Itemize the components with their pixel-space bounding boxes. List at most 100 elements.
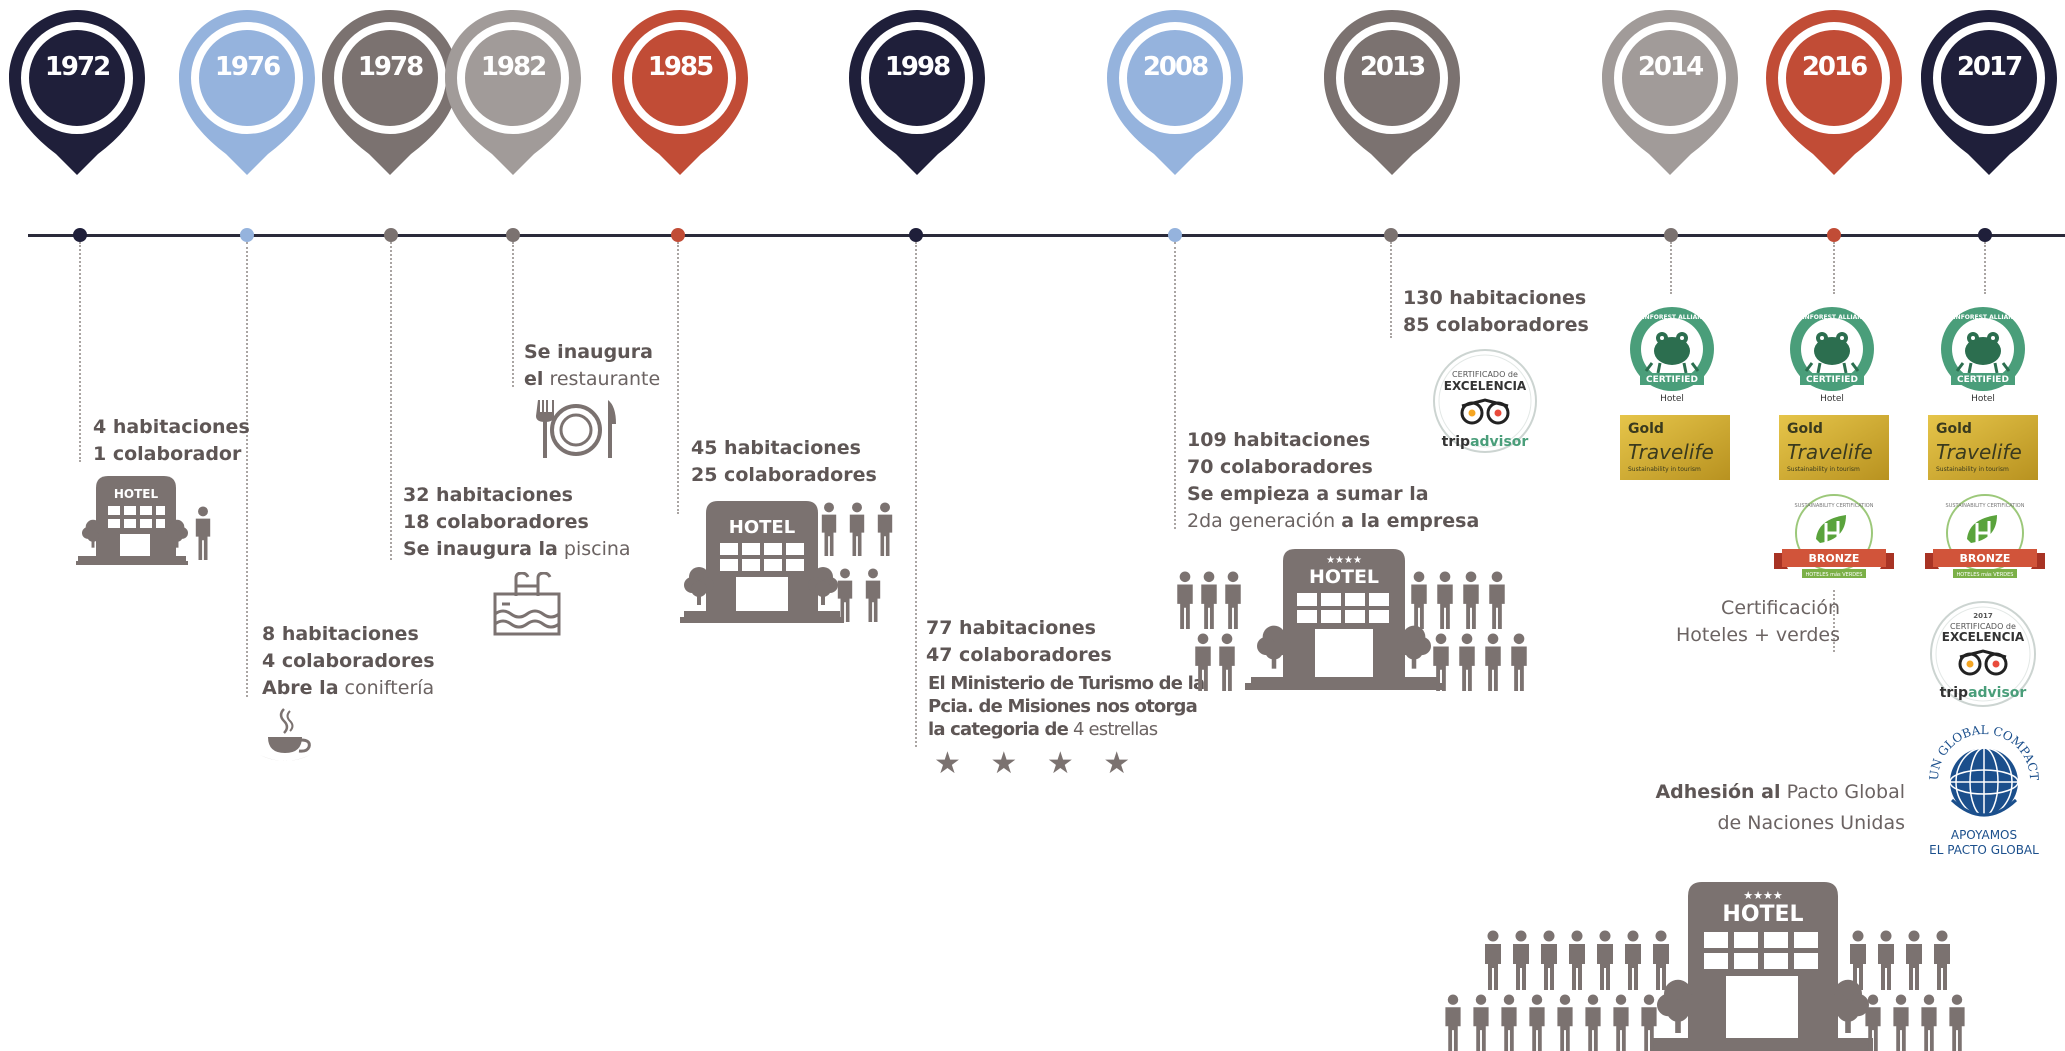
- rooms-count: 8 habitaciones: [262, 623, 419, 645]
- year-pin-2016: 2016: [1766, 10, 1902, 175]
- milestone-1972-text: 4 habitaciones 1 colaborador: [93, 414, 250, 468]
- rooms-count: 45 habitaciones: [691, 437, 861, 459]
- svg-text:Sustainability in tourism: Sustainability in tourism: [1628, 466, 1701, 473]
- svg-text:Hotel: Hotel: [1820, 394, 1844, 404]
- staff-count: 1 colaborador: [93, 443, 242, 465]
- connector-line: [1390, 242, 1392, 338]
- pin-marker-icon: [9, 10, 145, 175]
- svg-text:tripadvisor: tripadvisor: [1940, 685, 2027, 701]
- rooms-count: 32 habitaciones: [403, 484, 573, 506]
- rooms-count: 4 habitaciones: [93, 416, 250, 438]
- hoteles-verdes-caption: Certificación Hoteles + verdes: [1640, 595, 1840, 649]
- award-line: Pcia. de Misiones nos otorga: [928, 696, 1198, 717]
- year-pin-2008: 2008: [1107, 10, 1243, 175]
- restaurant-plate-icon: [536, 400, 616, 458]
- milestone-1998-award: El Ministerio de Turismo de la Pcia. de …: [928, 672, 1205, 741]
- year-pin-1998: 1998: [849, 10, 985, 175]
- svg-text:RAINFOREST ALLIANCE: RAINFOREST ALLIANCE: [1793, 314, 1871, 321]
- svg-text:CERTIFIED: CERTIFIED: [1646, 375, 1698, 385]
- connector-line: [1833, 590, 1835, 652]
- hotel-staff-large-icon: ★★★★ HOTEL: [1445, 882, 1965, 1051]
- svg-text:Travelife: Travelife: [1628, 440, 1714, 464]
- year-label: 1972: [44, 52, 111, 82]
- connector-line: [1833, 242, 1835, 294]
- pin-marker-icon: [445, 10, 581, 175]
- connector-line: [1174, 242, 1176, 529]
- rooms-count: 109 habitaciones: [1187, 429, 1371, 451]
- milestone-1978-text: 32 habitaciones 18 colaboradores Se inau…: [403, 482, 631, 563]
- hotel-building-icon: HOTEL: [680, 501, 893, 623]
- award-rest: 4 estrellas: [1068, 719, 1158, 740]
- pin-marker-icon: [1107, 10, 1243, 175]
- connector-line: [1984, 242, 1986, 294]
- connector-line: [1670, 242, 1672, 294]
- pin-marker-icon: [179, 10, 315, 175]
- caption-line: Hoteles + verdes: [1676, 624, 1840, 646]
- svg-text:Gold: Gold: [1628, 421, 1664, 437]
- svg-text:CERTIFICADO de: CERTIFICADO de: [1950, 622, 2016, 631]
- milestone-1982-text: Se inaugura el restaurante: [524, 339, 660, 393]
- staff-count: 4 colaboradores: [262, 650, 435, 672]
- rainforest-alliance-frog-icon: RAINFOREST ALLIANCE CERTIFIED Hotel: [1630, 307, 1714, 404]
- connector-line: [390, 242, 392, 560]
- timeline-dot-1998: [909, 228, 923, 242]
- award-bold: la categoria de: [928, 719, 1069, 740]
- staff-count: 18 colaboradores: [403, 511, 589, 533]
- svg-text:Hotel: Hotel: [1971, 394, 1995, 404]
- staff-count: 25 colaboradores: [691, 464, 877, 486]
- milestone-1976-text: 8 habitaciones 4 colaboradores Abre la c…: [262, 621, 435, 702]
- year-pin-2017: 2017: [1921, 10, 2057, 175]
- svg-text:HOTEL: HOTEL: [114, 487, 159, 501]
- year-label: 2014: [1637, 52, 1704, 82]
- four-stars-rating: ★ ★ ★ ★: [934, 746, 1141, 781]
- event-bold: Se empieza a sumar la: [1187, 483, 1429, 505]
- year-label: 1982: [480, 52, 547, 82]
- connector-line: [246, 242, 248, 697]
- travelife-gold-icon: Gold Travelife Sustainability in tourism: [1620, 415, 1730, 480]
- svg-text:EL PACTO GLOBAL: EL PACTO GLOBAL: [1929, 843, 2039, 857]
- pin-marker-icon: [1766, 10, 1902, 175]
- caption-line: Certificación: [1721, 597, 1840, 619]
- svg-text:HOTEL: HOTEL: [1309, 566, 1379, 588]
- connector-line: [512, 242, 514, 387]
- svg-text:★★★★: ★★★★: [1326, 555, 1362, 566]
- svg-text:CERTIFIED: CERTIFIED: [1806, 375, 1858, 385]
- milestone-1985-text: 45 habitaciones 25 colaboradores: [691, 435, 877, 489]
- staff-count: 85 colaboradores: [1403, 314, 1589, 336]
- pin-marker-icon: [612, 10, 748, 175]
- hoteles-mas-verdes-bronze-icon: SUSTAINABILITY CERTIFICATION BRONZE HOTE…: [1774, 494, 1894, 578]
- event-rest: restaurante: [543, 368, 661, 390]
- travelife-gold-icon: Gold Travelife Sustainability in tourism: [1779, 415, 1889, 480]
- year-pin-1976: 1976: [179, 10, 315, 175]
- svg-text:EXCELENCIA: EXCELENCIA: [1444, 379, 1527, 393]
- timeline-dot-1976: [240, 228, 254, 242]
- svg-text:Sustainability in tourism: Sustainability in tourism: [1936, 466, 2009, 473]
- svg-text:Gold: Gold: [1936, 421, 1972, 437]
- pin-marker-icon: [849, 10, 985, 175]
- svg-text:RAINFOREST ALLIANCE: RAINFOREST ALLIANCE: [1944, 314, 2022, 321]
- year-label: 1985: [647, 52, 714, 82]
- event-bold: Se inaugura: [524, 341, 653, 363]
- travelife-gold-icon: Gold Travelife Sustainability in tourism: [1928, 415, 2038, 480]
- svg-text:RAINFOREST ALLIANCE: RAINFOREST ALLIANCE: [1633, 314, 1711, 321]
- svg-text:Travelife: Travelife: [1787, 440, 1873, 464]
- event-rest: piscina: [557, 538, 631, 560]
- svg-text:SUSTAINABILITY CERTIFICATION: SUSTAINABILITY CERTIFICATION: [1946, 503, 2025, 509]
- rooms-count: 130 habitaciones: [1403, 287, 1587, 309]
- event-rest: 2da generación: [1187, 510, 1342, 532]
- timeline-dot-1982: [506, 228, 520, 242]
- timeline-dot-2013: [1384, 228, 1398, 242]
- timeline-dot-2008: [1168, 228, 1182, 242]
- svg-text:Gold: Gold: [1787, 421, 1823, 437]
- milestone-2013-text: 130 habitaciones 85 colaboradores: [1403, 285, 1589, 339]
- hotel-staff-70-icon: ★★★★ HOTEL: [1177, 549, 1527, 691]
- pin-marker-icon: [1921, 10, 2057, 175]
- connector-line: [79, 242, 81, 462]
- staff-count: 47 colaboradores: [926, 644, 1112, 666]
- timeline-axis: [28, 234, 2065, 237]
- event-bold: el: [524, 368, 544, 390]
- svg-text:HOTEL: HOTEL: [1722, 902, 1803, 927]
- svg-text:BRONZE: BRONZE: [1809, 552, 1860, 565]
- year-label: 1998: [884, 52, 951, 82]
- svg-text:EXCELENCIA: EXCELENCIA: [1942, 630, 2025, 644]
